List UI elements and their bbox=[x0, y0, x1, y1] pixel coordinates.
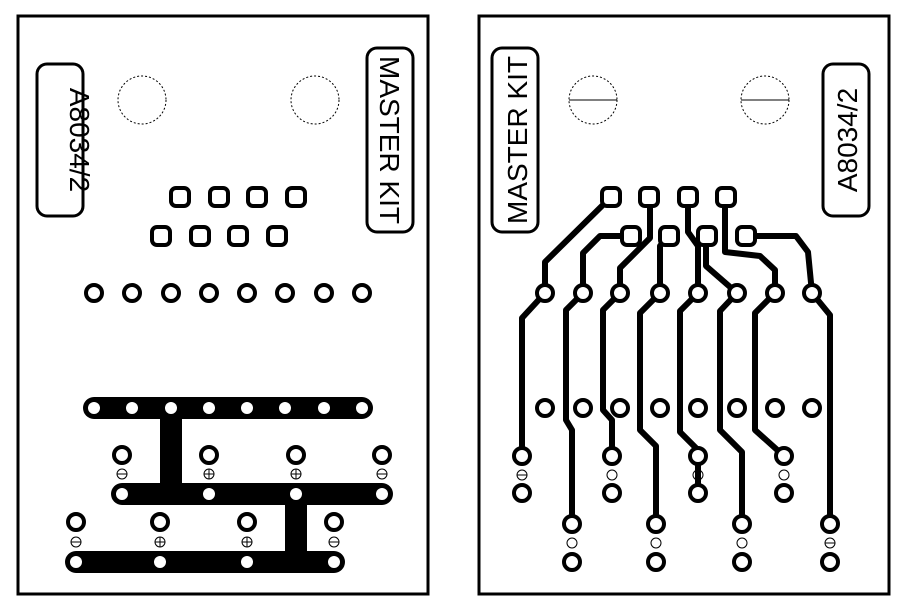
right-pad-row-middle bbox=[535, 398, 822, 418]
left-code-label: A8034/2 bbox=[35, 62, 95, 218]
left-led-outlines bbox=[70, 468, 388, 548]
left-led-pads bbox=[66, 445, 392, 532]
right-connector-pads bbox=[600, 186, 757, 247]
left-mounting-hole-1 bbox=[117, 75, 167, 125]
left-brand-label-text: MASTER KIT bbox=[374, 56, 405, 224]
left-connector-pads bbox=[150, 186, 307, 247]
right-brand-label: MASTER KIT bbox=[490, 46, 540, 234]
left-mounting-hole-2 bbox=[290, 75, 340, 125]
right-code-label: A8034/2 bbox=[821, 62, 871, 218]
left-pad-row-upper bbox=[84, 283, 372, 303]
right-pad-row-upper bbox=[535, 283, 822, 303]
left-bus-pads bbox=[70, 402, 388, 568]
left-bus-traces bbox=[65, 397, 393, 573]
right-brand-label-text: MASTER KIT bbox=[502, 56, 533, 224]
right-board-solder-side: MASTER KIT A8034/2 bbox=[477, 14, 891, 596]
left-board-component-side: A8034/2 MASTER KIT bbox=[16, 14, 430, 596]
right-led-pads bbox=[512, 446, 840, 572]
left-brand-label: MASTER KIT bbox=[365, 46, 415, 234]
right-code-label-text: A8034/2 bbox=[832, 88, 863, 192]
left-code-label-text: A8034/2 bbox=[64, 88, 95, 192]
right-mounting-holes bbox=[568, 75, 790, 125]
right-led-outlines bbox=[516, 469, 836, 549]
